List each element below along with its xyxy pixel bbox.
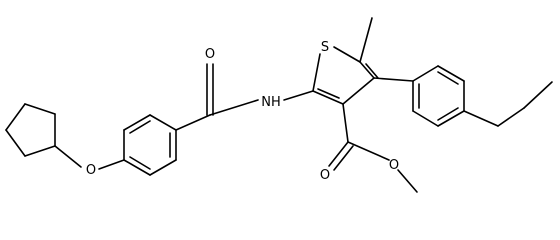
ether-oxygen-label: O (86, 163, 96, 178)
methyl-group (359, 17, 373, 63)
carbonyl-oxygen-label: O (320, 168, 330, 183)
ethylphenyl-ring (373, 65, 465, 127)
atom-labels: O NH S O O O (86, 40, 399, 183)
chemical-structure-diagram: O NH S O O O (5, 17, 553, 193)
amide-oxygen-label: O (205, 47, 215, 62)
benzoyl-ring (123, 114, 177, 176)
cyclopentyl-ring (5, 103, 56, 157)
amine-nitrogen-label: NH (261, 95, 281, 110)
ethyl-group (463, 81, 553, 127)
thiophene-sulfur-label: S (321, 40, 329, 55)
amide-group (175, 63, 259, 131)
ether-linkage (54, 145, 125, 170)
structure-canvas: O NH S O O O (5, 17, 553, 193)
nh-thiophene-bond (283, 90, 314, 101)
ester-oxygen-label: O (389, 158, 399, 173)
thiophene-ring (312, 46, 379, 105)
methyl-ester-group (328, 103, 418, 193)
